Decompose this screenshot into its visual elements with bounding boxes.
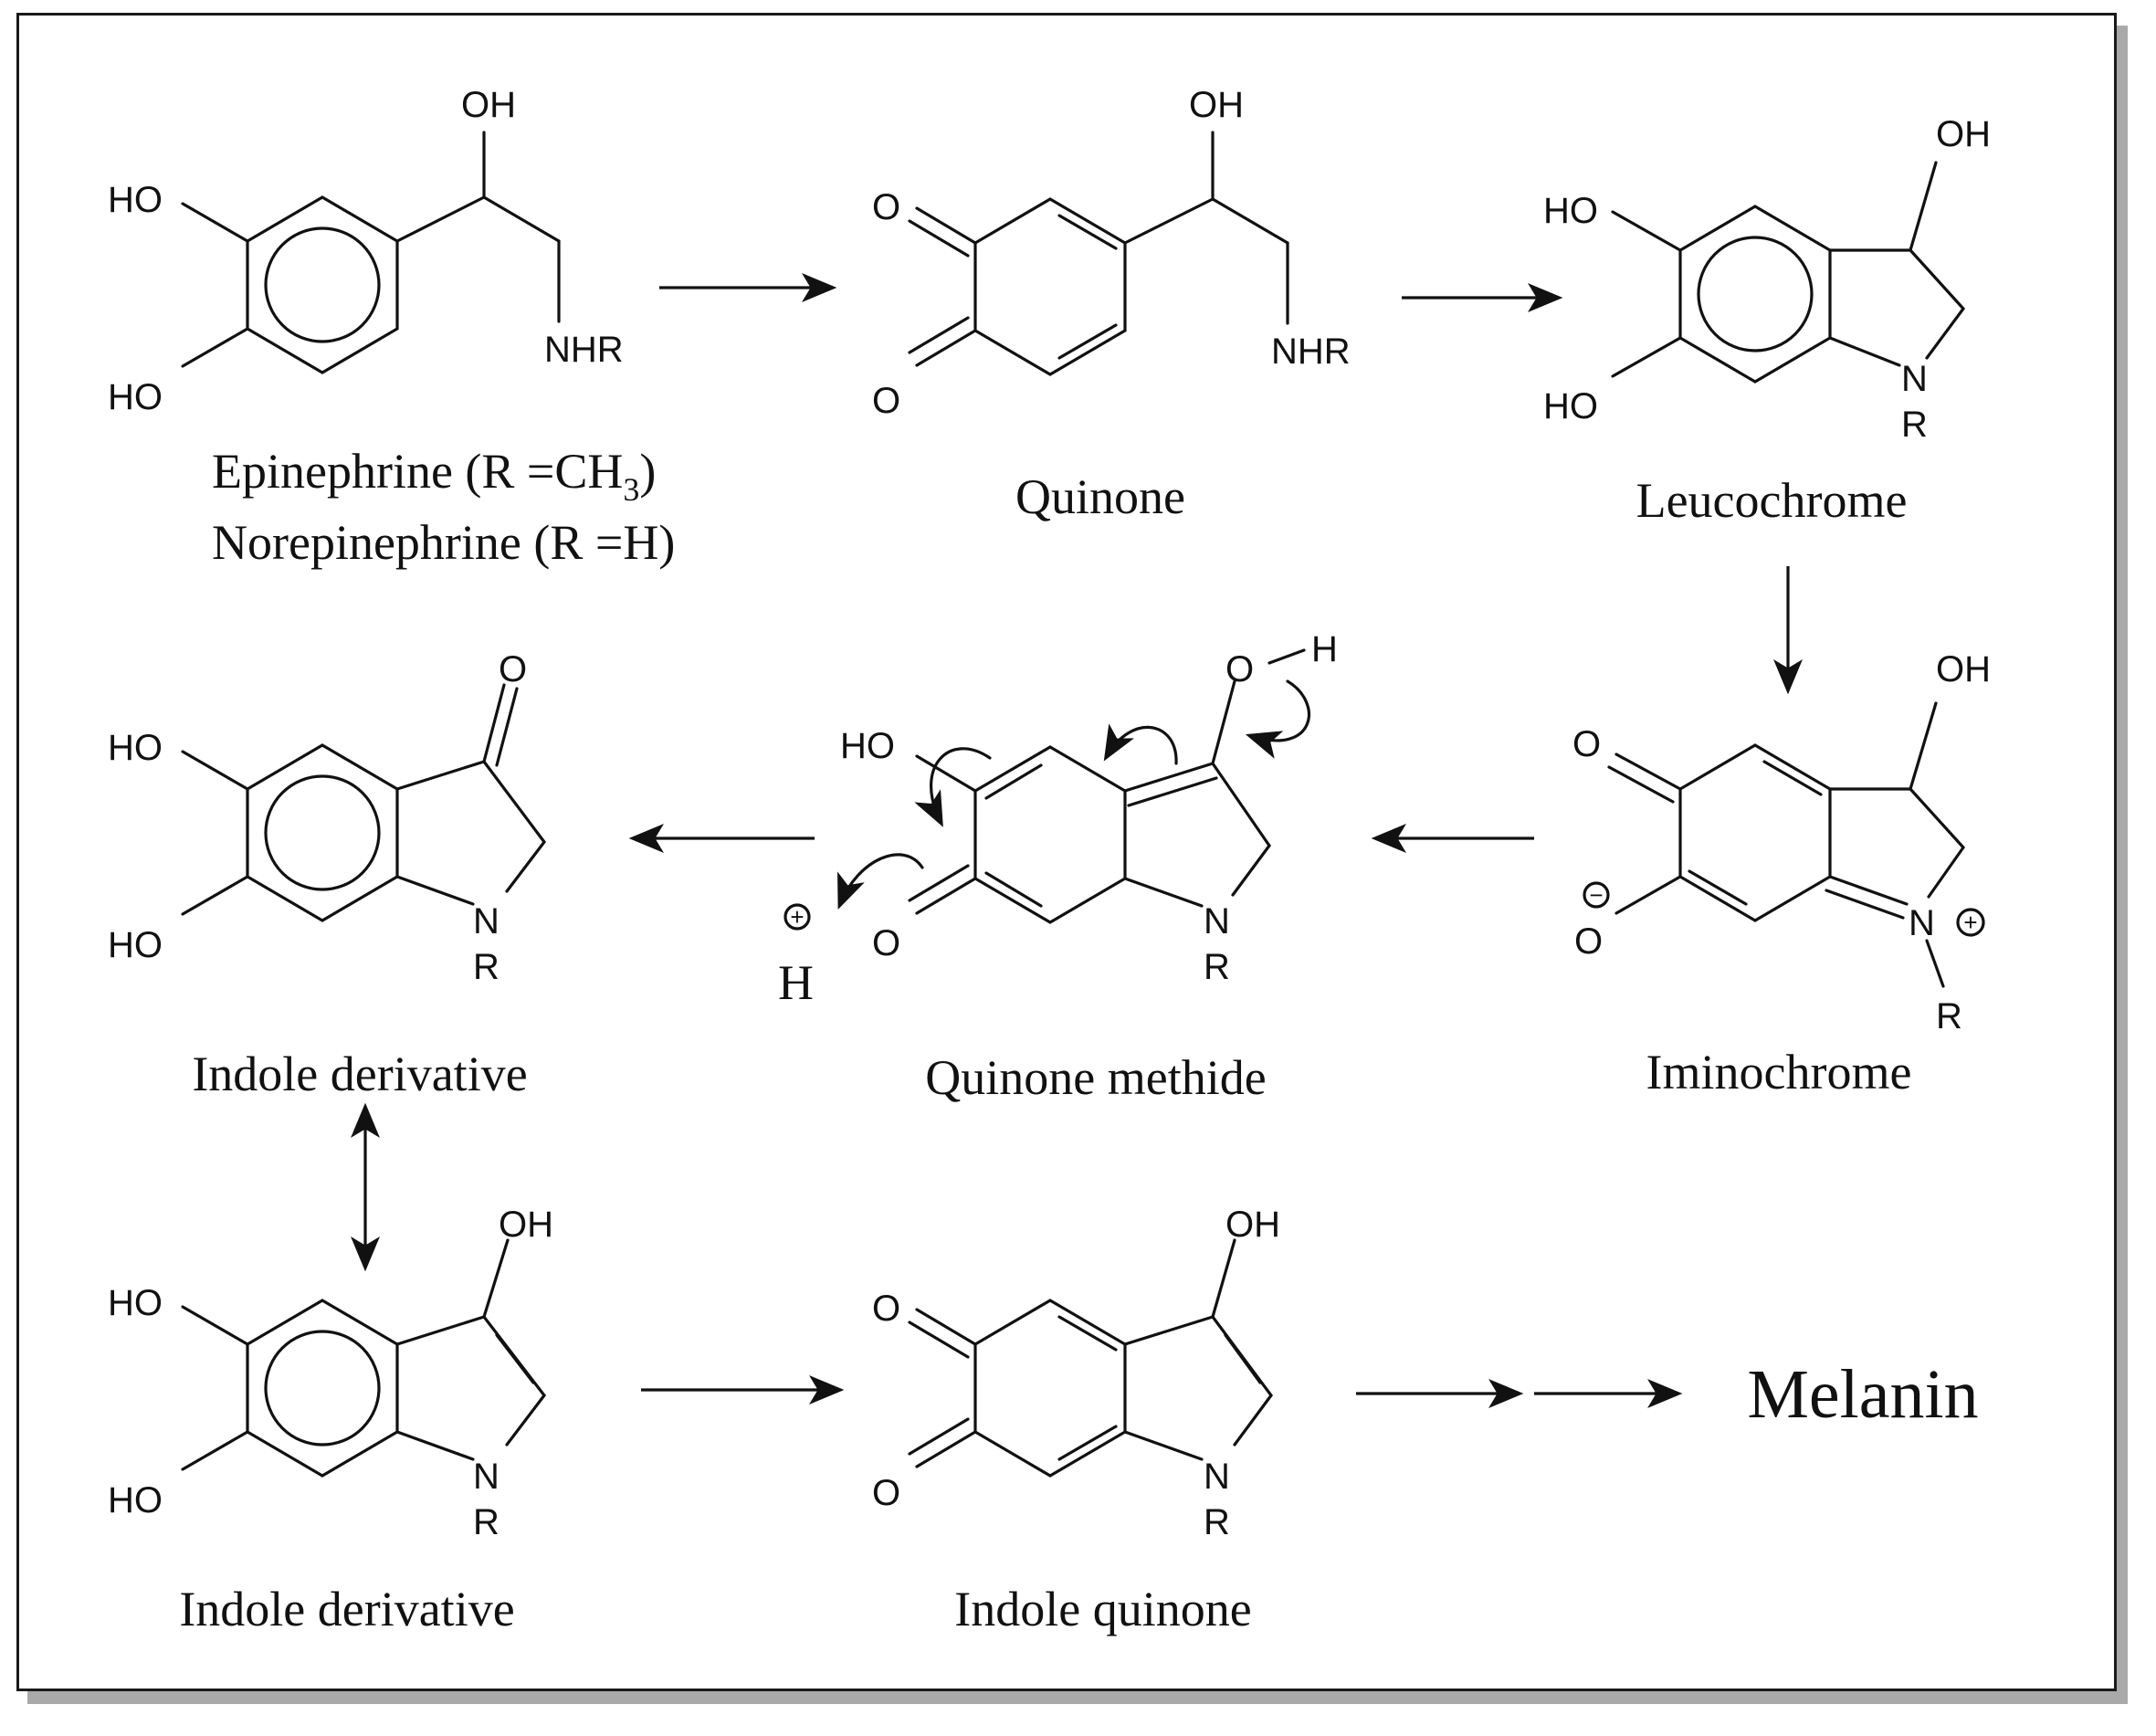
iminium-nitrogen-label: N: [1909, 903, 1935, 943]
hydroxyl-label: OH: [1936, 114, 1991, 154]
norepinephrine-caption: Norepinephrine (R =H): [212, 515, 675, 570]
r-group-label: R: [1936, 996, 1962, 1036]
carbonyl-oxygen-label: O: [872, 923, 900, 963]
quinone-caption: Quinone: [1015, 469, 1185, 524]
quinone-methide-structure: HO O O H N R + H: [778, 629, 1338, 1010]
hydroxyl-label: HO: [108, 1283, 163, 1323]
iminochrome-structure: O O − OH N + R: [1572, 649, 1991, 1036]
hydroxyl-label: HO: [108, 925, 163, 965]
carbonyl-oxygen-label: O: [499, 649, 527, 689]
negative-charge-icon: −: [1589, 881, 1603, 909]
indole-derivative-caption: Indole derivative: [179, 1582, 514, 1636]
melanin-label: Melanin: [1747, 1356, 1978, 1433]
positive-charge-icon: +: [1963, 909, 1977, 936]
ring-nitrogen-label: N: [473, 901, 500, 942]
quinone-structure: O O OH NHR: [872, 85, 1351, 421]
electron-arrow: [1245, 679, 1310, 759]
indole-derivative-keto-structure: HO HO O N R: [108, 649, 546, 987]
hydroxyl-label: HO: [1543, 191, 1598, 231]
oxide-oxygen-label: O: [1574, 921, 1603, 962]
hydroxyl-label: OH: [1189, 85, 1244, 125]
hydroxyl-oxygen-label: O: [1225, 649, 1254, 689]
hydroxyl-label: HO: [108, 377, 163, 417]
electron-arrow: [1103, 723, 1178, 765]
leucochrome-structure: HO HO OH N R: [1543, 114, 1991, 445]
r-group-label: R: [473, 1502, 500, 1542]
amine-label: NHR: [544, 330, 624, 370]
hydroxyl-label: HO: [108, 180, 163, 220]
carbonyl-oxygen-label: O: [872, 1289, 900, 1329]
electron-arrow: [914, 747, 992, 827]
r-group-label: R: [1901, 405, 1928, 445]
hydroxyl-label: OH: [1936, 649, 1991, 689]
r-group-label: R: [1204, 947, 1230, 987]
carbonyl-oxygen-label: O: [872, 187, 900, 227]
indole-quinone-structure: O O OH N R: [872, 1205, 1280, 1542]
ring-nitrogen-label: N: [1204, 1457, 1230, 1497]
leucochrome-caption: Leucochrome: [1636, 473, 1908, 528]
carbonyl-oxygen-label: O: [872, 1473, 900, 1513]
hydroxyl-label: HO: [108, 728, 163, 768]
hydroxyl-label: OH: [1225, 1205, 1280, 1245]
indole-derivative-enol-structure: HO HO OH N R: [108, 1205, 553, 1542]
hydrogen-label: H: [1311, 629, 1338, 669]
r-group-label: R: [473, 947, 500, 987]
epinephrine-structure: HO HO OH NHR: [108, 85, 624, 417]
diagram-frame: [16, 13, 2117, 1691]
hydroxyl-label: HO: [108, 1480, 163, 1520]
proton-label: H: [778, 955, 814, 1010]
positive-charge-icon: +: [790, 903, 804, 931]
iminochrome-caption: Iminochrome: [1646, 1045, 1912, 1099]
epinephrine-caption: Epinephrine (R =CH3): [212, 444, 656, 508]
ring-nitrogen-label: N: [1901, 359, 1928, 399]
amine-label: NHR: [1271, 331, 1351, 372]
hydroxyl-label: OH: [461, 85, 516, 125]
indole-quinone-caption: Indole quinone: [954, 1582, 1251, 1636]
carbonyl-oxygen-label: O: [1572, 724, 1601, 764]
ring-nitrogen-label: N: [1204, 901, 1230, 942]
indole-derivative-caption: Indole derivative: [192, 1047, 527, 1101]
hydroxyl-label: OH: [499, 1205, 553, 1245]
r-group-label: R: [1204, 1502, 1230, 1542]
hydroxyl-label: HO: [1543, 386, 1598, 426]
quinone-methide-caption: Quinone methide: [925, 1050, 1266, 1105]
hydroxyl-label: HO: [840, 726, 895, 766]
electron-arrow: [837, 853, 924, 910]
carbonyl-oxygen-label: O: [872, 381, 900, 421]
ring-nitrogen-label: N: [473, 1457, 500, 1497]
